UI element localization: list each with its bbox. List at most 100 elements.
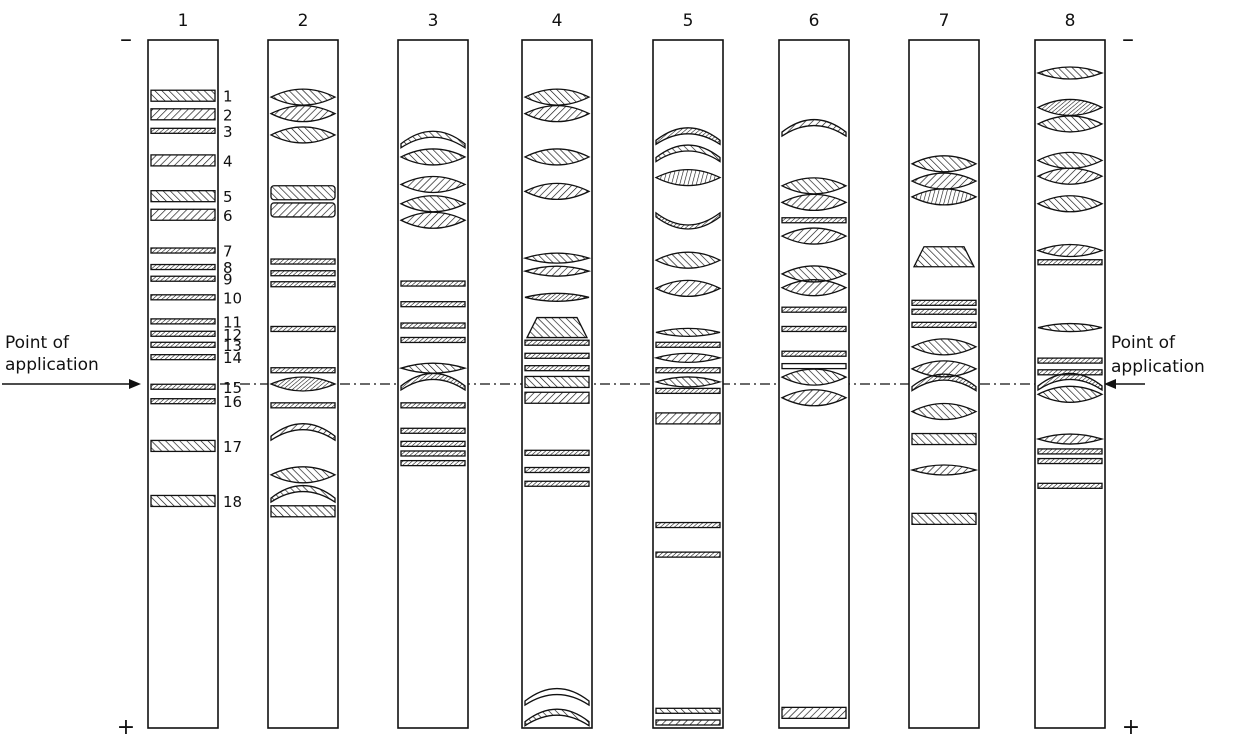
band xyxy=(151,248,215,253)
band xyxy=(525,468,589,473)
band xyxy=(1038,358,1102,363)
anode-mark-left: + xyxy=(117,715,135,734)
band xyxy=(525,366,589,371)
band-number-label: 10 xyxy=(223,289,242,307)
band xyxy=(782,364,846,369)
band xyxy=(656,388,720,393)
application-label-left-line1: Point of xyxy=(5,333,70,353)
band xyxy=(271,506,335,517)
lane-3: 3 xyxy=(398,11,468,728)
band xyxy=(912,434,976,445)
band xyxy=(151,440,215,451)
band xyxy=(656,342,720,347)
band xyxy=(401,428,465,433)
band xyxy=(151,109,215,120)
band xyxy=(782,707,846,718)
application-arrow-left xyxy=(2,379,141,389)
lane-4: 4 xyxy=(522,11,592,728)
lane-2: 2 xyxy=(268,11,338,728)
band xyxy=(401,302,465,307)
lane-5: 5 xyxy=(653,11,723,728)
band xyxy=(151,128,215,133)
band xyxy=(151,90,215,101)
band xyxy=(525,340,589,345)
band xyxy=(271,403,335,408)
band xyxy=(1038,459,1102,464)
band xyxy=(656,552,720,557)
band xyxy=(151,276,215,281)
cathode-mark-left: – xyxy=(120,25,132,53)
band-number-label: 1 xyxy=(223,88,233,106)
band xyxy=(151,355,215,360)
lane-number-label: 1 xyxy=(178,11,189,31)
band xyxy=(912,322,976,327)
band xyxy=(271,271,335,276)
band xyxy=(782,351,846,356)
lane-number-label: 6 xyxy=(809,11,820,31)
band xyxy=(401,461,465,466)
lane-number-label: 8 xyxy=(1065,11,1076,31)
band-number-label: 2 xyxy=(223,106,233,124)
application-label-left-line2: application xyxy=(5,355,99,375)
band xyxy=(151,331,215,336)
band xyxy=(525,376,589,387)
application-label-right-line2: application xyxy=(1111,357,1205,377)
band xyxy=(271,326,335,331)
band xyxy=(151,155,215,166)
lane-7: 7 xyxy=(909,11,979,728)
band xyxy=(1038,483,1102,488)
band xyxy=(151,495,215,506)
band xyxy=(656,523,720,528)
band xyxy=(151,191,215,202)
band xyxy=(527,318,587,338)
band xyxy=(151,342,215,347)
band xyxy=(151,295,215,300)
lane-number-label: 5 xyxy=(683,11,694,31)
band xyxy=(151,319,215,324)
band xyxy=(656,708,720,713)
band xyxy=(271,203,335,217)
band xyxy=(401,451,465,456)
band xyxy=(525,481,589,486)
band-number-label: 5 xyxy=(223,188,233,206)
band xyxy=(525,392,589,403)
anode-mark-right: + xyxy=(1122,715,1140,734)
band-number-label: 7 xyxy=(223,243,233,261)
band xyxy=(782,326,846,331)
band xyxy=(782,218,846,223)
band xyxy=(401,337,465,342)
band xyxy=(151,265,215,270)
lane-number-label: 4 xyxy=(552,11,563,31)
band xyxy=(151,384,215,389)
band-number-label: 6 xyxy=(223,207,233,225)
band-number-label: 14 xyxy=(223,349,242,367)
band xyxy=(151,399,215,404)
cathode-mark-right: – xyxy=(1122,25,1134,53)
lane-number-label: 7 xyxy=(939,11,950,31)
band-number-label: 3 xyxy=(223,123,233,141)
lane-8: 8 xyxy=(1035,11,1105,728)
band xyxy=(401,281,465,286)
band xyxy=(271,186,335,200)
band xyxy=(271,282,335,287)
band xyxy=(782,307,846,312)
band xyxy=(656,720,720,725)
band xyxy=(1038,449,1102,454)
band-number-label: 16 xyxy=(223,393,242,411)
band-number-label: 4 xyxy=(223,152,233,170)
application-arrow-right xyxy=(1104,379,1145,389)
band xyxy=(912,309,976,314)
lane-number-label: 2 xyxy=(298,11,309,31)
band xyxy=(912,300,976,305)
band xyxy=(401,403,465,408)
band-number-label: 9 xyxy=(223,271,233,289)
band xyxy=(525,353,589,358)
band xyxy=(271,259,335,264)
band xyxy=(271,368,335,373)
band xyxy=(151,209,215,220)
band xyxy=(656,413,720,424)
band-number-label: 18 xyxy=(223,493,242,511)
band xyxy=(401,323,465,328)
